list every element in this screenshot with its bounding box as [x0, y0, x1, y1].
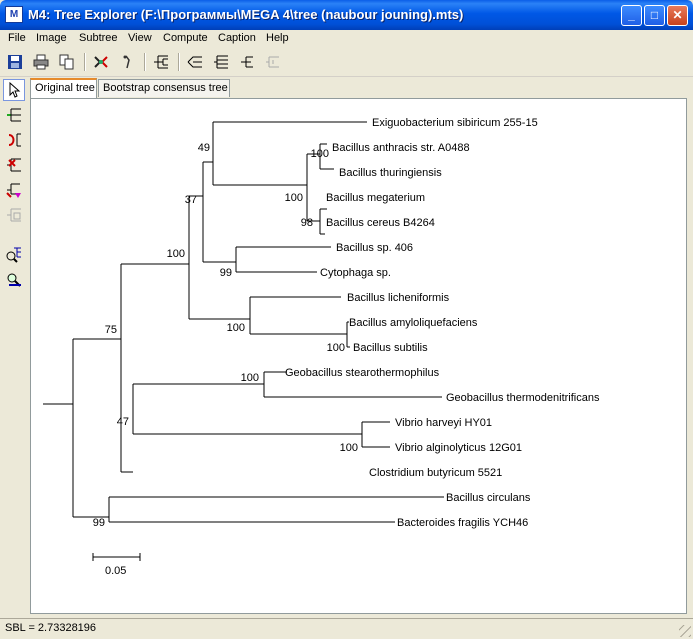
flip-branch-icon[interactable]	[3, 129, 25, 151]
root-on-branch-icon[interactable]	[3, 104, 25, 126]
bootstrap-value: 47	[117, 416, 129, 428]
tab-original-tree[interactable]: Original tree	[30, 78, 97, 98]
radial-tree-icon[interactable]	[236, 52, 258, 72]
taxon-label[interactable]: Bacillus sp. 406	[336, 242, 413, 254]
status-bar: SBL = 2.73328196	[0, 618, 693, 639]
taxon-label[interactable]: Bacillus cereus B4264	[326, 217, 435, 229]
minimize-button[interactable]: _	[621, 5, 642, 26]
taxon-label[interactable]: Bacillus licheniformis	[347, 292, 450, 304]
bootstrap-value: 37	[185, 194, 197, 206]
taxon-label[interactable]: Vibrio alginolyticus 12G01	[395, 442, 522, 454]
tool-sidebar	[0, 77, 28, 617]
taxa-labels: Exiguobacterium sibiricum 255-15 Bacillu…	[285, 117, 600, 529]
bootstrap-value: 49	[198, 142, 210, 154]
taxon-label[interactable]: Clostridium butyricum 5521	[369, 467, 502, 479]
toolbar-separator	[84, 53, 86, 71]
menu-image[interactable]: Image	[36, 32, 67, 44]
menu-file[interactable]: File	[8, 32, 26, 44]
bootstrap-value: 100	[311, 148, 329, 160]
taxon-label[interactable]: Vibrio harveyi HY01	[395, 417, 492, 429]
menu-compute[interactable]: Compute	[163, 32, 208, 44]
bootstrap-value: 100	[227, 322, 245, 334]
taxon-label[interactable]: Cytophaga sp.	[320, 267, 391, 279]
menu-view[interactable]: View	[128, 32, 152, 44]
bootstrap-value: 99	[220, 267, 232, 279]
taxon-label[interactable]: Bacillus subtilis	[353, 342, 428, 354]
bootstrap-value: 100	[167, 248, 185, 260]
close-button[interactable]: ✕	[667, 5, 688, 26]
straight-tree-icon[interactable]	[184, 52, 206, 72]
taxon-label[interactable]: Bacillus megaterium	[326, 192, 425, 204]
tab-bootstrap-consensus-tree[interactable]: Bootstrap consensus tree	[98, 79, 230, 97]
taxon-label[interactable]: Bacteroides fragilis YCH46	[397, 517, 528, 529]
menu-subtree[interactable]: Subtree	[79, 32, 118, 44]
display-subtree-icon[interactable]	[3, 268, 25, 290]
menu-help[interactable]: Help	[266, 32, 289, 44]
tree-tabs: Original tree Bootstrap consensus tree	[30, 78, 690, 98]
bootstrap-value: 100	[241, 372, 259, 384]
copy-icon[interactable]	[56, 52, 78, 72]
toolbar-separator	[178, 53, 180, 71]
taxon-label[interactable]: Exiguobacterium sibiricum 255-15	[372, 117, 538, 129]
search-taxon-icon[interactable]	[3, 243, 25, 265]
title-bar[interactable]: M M4: Tree Explorer (F:\Программы\MEGA 4…	[0, 0, 693, 30]
menu-caption[interactable]: Caption	[218, 32, 256, 44]
save-icon[interactable]	[4, 52, 26, 72]
rectangular-tree-icon[interactable]	[150, 52, 172, 72]
bootstrap-value: 100	[285, 192, 303, 204]
tree-branches	[43, 121, 444, 523]
taxon-label[interactable]: Geobacillus stearothermophilus	[285, 367, 440, 379]
subtree-drawing-disabled-icon	[3, 204, 25, 226]
tree-branch[interactable]	[43, 121, 444, 523]
circle-tree-disabled-icon	[262, 52, 284, 72]
bootstrap-value: 100	[340, 442, 358, 454]
resize-grip-icon[interactable]	[679, 625, 691, 637]
sbl-status: SBL = 2.73328196	[5, 622, 97, 634]
taxon-label[interactable]: Bacillus circulans	[446, 492, 531, 504]
tree-canvas[interactable]: Exiguobacterium sibiricum 255-15 Bacillu…	[30, 98, 687, 614]
taxon-label[interactable]: Bacillus anthracis str. A0488	[332, 142, 470, 154]
bootstrap-value: 100	[327, 342, 345, 354]
print-icon[interactable]	[30, 52, 52, 72]
taxon-label[interactable]: Bacillus amyloliquefaciens	[349, 317, 478, 329]
bootstrap-value: 75	[105, 324, 117, 336]
taxon-label[interactable]: Bacillus thuringiensis	[339, 167, 442, 179]
bootstrap-value: 98	[301, 217, 313, 229]
cursor-info-icon[interactable]	[116, 52, 138, 72]
bootstrap-values: 49 100 100 98 37 100 99 100 75 100 100 1…	[93, 142, 358, 529]
taxon-label[interactable]: Geobacillus thermodenitrificans	[446, 392, 600, 404]
pointer-tool-icon[interactable]	[3, 79, 25, 101]
mega-app-icon: M	[5, 6, 23, 23]
topology-tree-icon[interactable]	[210, 52, 232, 72]
bootstrap-value: 99	[93, 517, 105, 529]
subtree-caption-icon[interactable]	[3, 179, 25, 201]
flip-subtree-icon[interactable]	[90, 52, 112, 72]
window-title: M4: Tree Explorer (F:\Программы\MEGA 4\t…	[28, 7, 464, 22]
scale-bar: 0.05	[92, 553, 141, 577]
maximize-button[interactable]: □	[644, 5, 665, 26]
toolbar	[0, 48, 693, 77]
compress-subtree-icon[interactable]	[3, 154, 25, 176]
scale-bar-label: 0.05	[105, 565, 126, 577]
toolbar-separator	[144, 53, 146, 71]
menu-bar: File Image Subtree View Compute Caption …	[0, 30, 693, 48]
